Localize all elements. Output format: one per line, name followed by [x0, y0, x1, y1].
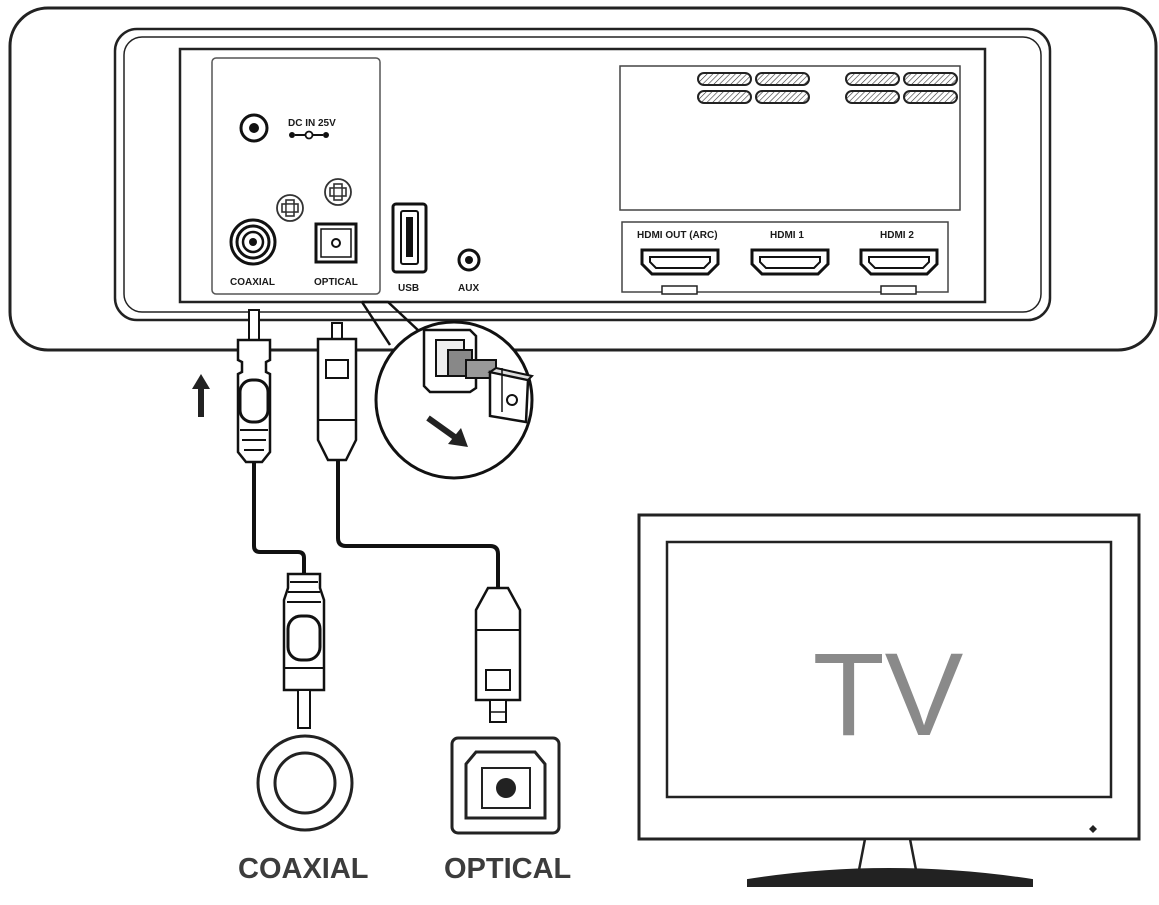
up-arrow-icon [192, 374, 210, 417]
aux-jack-label: AUX [458, 283, 479, 294]
screw-icon [276, 194, 304, 222]
optical-port-label: OPTICAL [444, 853, 571, 885]
coaxial-port-icon [256, 734, 354, 832]
coaxial-cable [236, 309, 326, 729]
tv-stand-neck [857, 837, 918, 872]
soundbar-recess-inner [123, 36, 1042, 313]
hdmi-2-label: HDMI 2 [880, 230, 914, 241]
tv-screen-text: TV [813, 629, 964, 761]
usb-port-label: USB [398, 283, 419, 294]
dc-in-label: DC IN 25V [288, 118, 336, 129]
tv: TV [637, 513, 1141, 887]
dc-in-jack[interactable] [239, 113, 269, 143]
vent-slots [697, 72, 958, 104]
audio-input-subpanel [211, 57, 381, 295]
screw-icon [324, 178, 352, 206]
dc-polarity-icon [289, 130, 329, 140]
tv-stand-base [747, 868, 1033, 887]
hdmi-1-port[interactable] [750, 248, 830, 276]
coaxial-jack[interactable] [229, 218, 277, 266]
hdmi-2-port[interactable] [859, 248, 939, 276]
coaxial-jack-label: COAXIAL [230, 277, 275, 288]
coaxial-port-label: COAXIAL [238, 853, 369, 885]
aux-jack[interactable] [457, 248, 481, 272]
down-right-arrow-icon [426, 415, 468, 447]
hdmi-1-label: HDMI 1 [770, 230, 804, 241]
usb-port[interactable] [391, 202, 428, 274]
hdmi-2-tab [880, 285, 917, 295]
power-led-icon [1089, 825, 1097, 833]
optical-cable [316, 322, 522, 723]
optical-port-icon [450, 736, 561, 835]
optical-jack[interactable] [314, 222, 358, 264]
hdmi-out-tab [661, 285, 698, 295]
dust-cap-callout [360, 300, 534, 480]
optical-jack-label: OPTICAL [314, 277, 358, 288]
hdmi-out-port[interactable] [640, 248, 720, 276]
tv-screen [665, 540, 1113, 799]
hdmi-out-label: HDMI OUT (ARC) [637, 230, 718, 241]
vent-panel [619, 65, 961, 211]
soundbar: DC IN 25V COAXIAL [8, 6, 1158, 352]
